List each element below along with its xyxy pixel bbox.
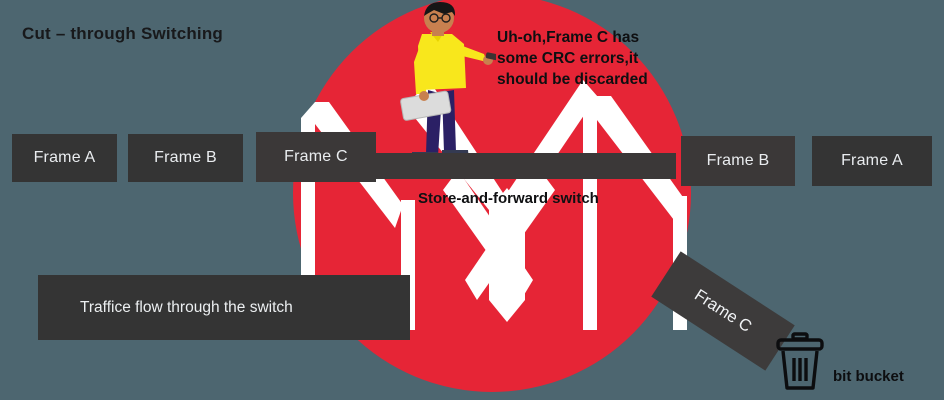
- frame-chip-label: Frame B: [706, 152, 770, 169]
- frame-chip-label: Frame A: [33, 149, 96, 166]
- frame-chip-left-c[interactable]: Frame C: [256, 132, 376, 182]
- speech-text: Uh-oh,Frame C has some CRC errors,it sho…: [497, 28, 648, 90]
- person-pointing-icon: [400, 2, 496, 162]
- frame-chip-label: Frame B: [154, 149, 217, 166]
- frame-chip-right-a[interactable]: Frame A: [812, 136, 932, 186]
- speech-line-1: Uh-oh,Frame C has: [497, 29, 640, 46]
- speech-line-3: should be discarded: [497, 70, 648, 88]
- trash-can-icon[interactable]: [774, 332, 826, 392]
- frame-chip-label: Frame A: [841, 152, 903, 169]
- frame-chip-right-b[interactable]: Frame B: [681, 136, 795, 186]
- frame-chip-left-b[interactable]: Frame B: [128, 134, 243, 182]
- store-and-forward-switch-bar: [376, 153, 676, 179]
- speech-line-2: some CRC errors,it: [497, 49, 639, 67]
- frame-chip-left-a[interactable]: Frame A: [12, 134, 117, 182]
- discarded-frame-label: Frame C: [691, 285, 756, 336]
- page-title: Cut – through Switching: [22, 24, 224, 43]
- switch-label: Store-and-forward switch: [418, 190, 599, 207]
- bit-bucket-label: bit bucket: [833, 368, 904, 385]
- frame-chip-label: Frame C: [284, 148, 348, 165]
- traffic-flow-label: Traffice flow through the switch: [80, 298, 293, 316]
- traffic-flow-bar: Traffice flow through the switch: [38, 275, 410, 340]
